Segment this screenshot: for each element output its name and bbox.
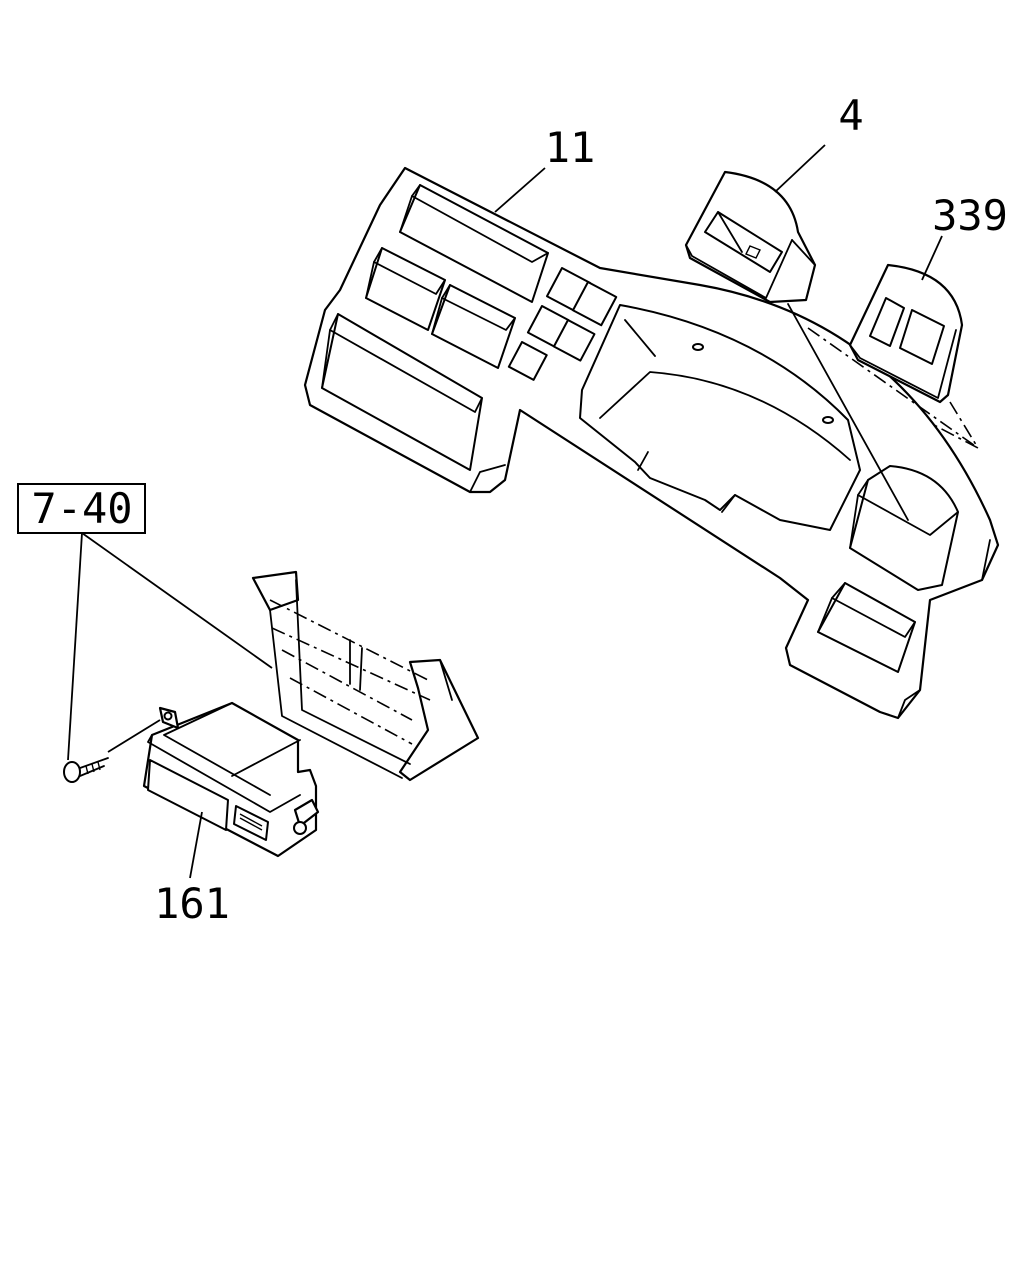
leader-339 [921,235,943,281]
ref-label-7-40: 7-40 [31,484,132,533]
instrument-panel[interactable] [303,166,1000,720]
radio-unit-part-161[interactable] [142,701,320,858]
switch-part-4[interactable] [684,170,909,521]
radio-bezel[interactable] [251,570,480,782]
callout-161: 161 [154,879,230,928]
switch-part-339[interactable] [848,263,964,404]
callout-11: 11 [545,123,596,172]
leader-161 [189,811,203,879]
callout-339: 339 [932,191,1008,240]
reference-box-7-40[interactable]: 7-40 [17,483,146,534]
screw-fastener[interactable] [63,719,161,783]
leader-4 [774,144,826,193]
callout-4: 4 [838,91,863,140]
leader-7-40-screw [67,532,83,761]
leader-11 [494,167,546,213]
leader-7-40-bezel [81,532,273,669]
